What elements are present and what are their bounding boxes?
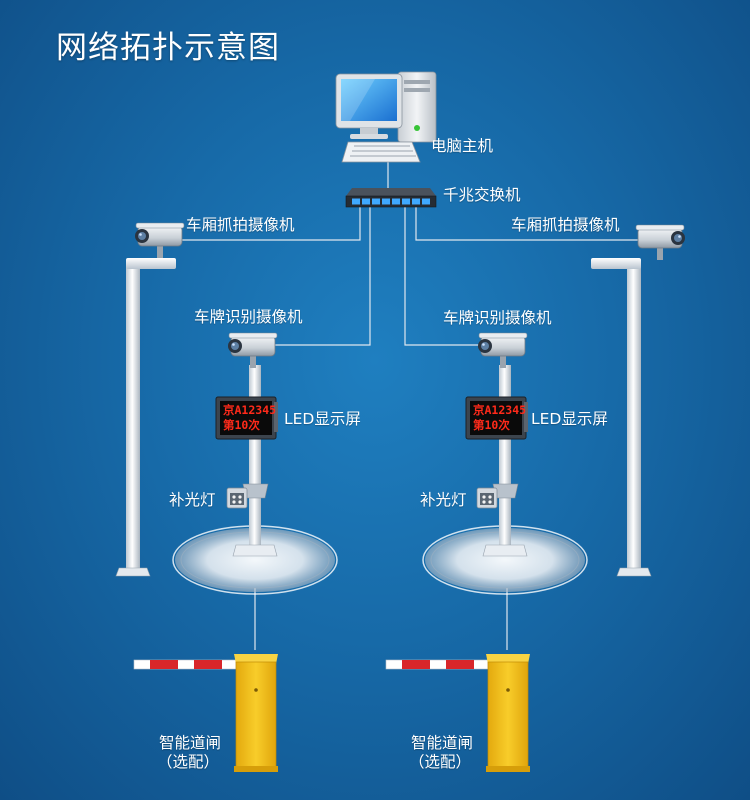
led-display-icon	[465, 396, 528, 440]
plate-camera-station-left	[172, 332, 338, 595]
label-cabin-camera-right: 车厢抓拍摄像机	[511, 216, 620, 234]
label-fill-light-left: 补光灯	[169, 491, 216, 509]
label-barrier-left-line1: 智能道闸	[158, 734, 222, 752]
barrier-gate-icon	[385, 654, 530, 772]
led-screen-text-left-line2: 第10次	[223, 418, 260, 432]
network-cables	[182, 162, 640, 650]
led-screen-text-left-line1: 京A12345	[223, 403, 277, 417]
fill-light-icon	[226, 487, 248, 509]
page-title: 网络拓扑示意图	[56, 30, 280, 66]
label-led-display-left: LED显示屏	[284, 410, 361, 428]
led-display-icon	[215, 396, 278, 440]
cabin-camera-pole-right	[591, 224, 686, 577]
label-barrier-right-line1: 智能道闸	[410, 734, 474, 752]
switch-icon	[345, 188, 437, 208]
led-screen-text-right-line2: 第10次	[473, 418, 510, 432]
label-host-computer: 电脑主机	[431, 137, 494, 155]
label-led-display-right: LED显示屏	[531, 410, 608, 428]
label-plate-camera-left: 车牌识别摄像机	[194, 308, 303, 326]
fill-light-icon	[476, 487, 498, 509]
label-fill-light-right: 补光灯	[420, 491, 467, 509]
cabin-camera-pole-left	[115, 222, 185, 577]
plate-camera-station-right	[422, 332, 588, 595]
barrier-gate-icon	[133, 654, 278, 772]
label-barrier-right-line2: （选配）	[408, 753, 472, 771]
label-cabin-camera-left: 车厢抓拍摄像机	[186, 216, 295, 234]
label-plate-camera-right: 车牌识别摄像机	[443, 309, 552, 327]
label-gigabit-switch: 千兆交换机	[443, 186, 521, 204]
label-barrier-left-line2: （选配）	[156, 753, 220, 771]
computer-icon	[335, 71, 437, 163]
led-screen-text-right-line1: 京A12345	[473, 403, 527, 417]
